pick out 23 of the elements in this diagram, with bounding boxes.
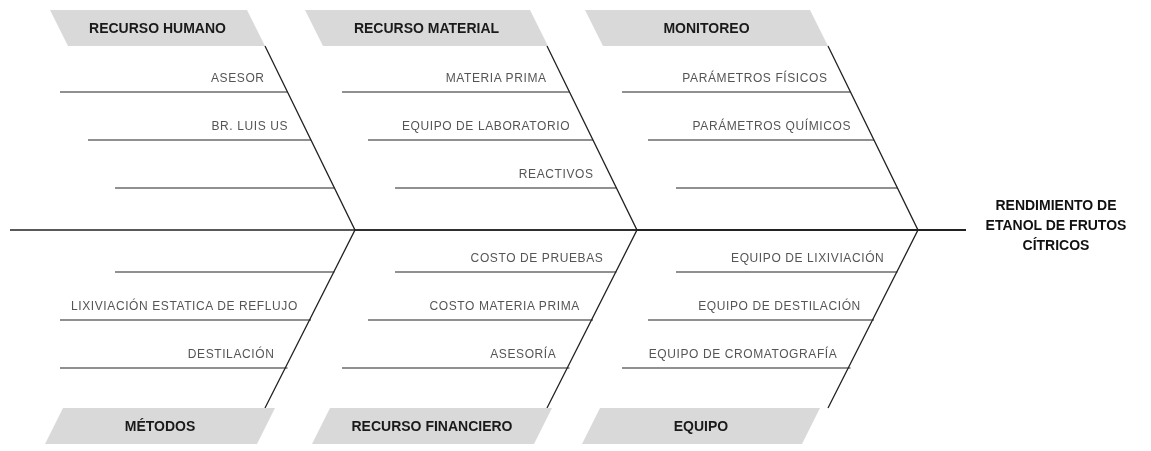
cause-label: ASESOR	[211, 70, 265, 86]
effect-label: RENDIMIENTO DE ETANOL DE FRUTOS CÍTRICOS	[966, 195, 1146, 255]
cause-label: COSTO MATERIA PRIMA	[429, 298, 580, 314]
cause-label: EQUIPO DE CROMATOGRAFÍA	[648, 346, 838, 362]
cause-label: REACTIVOS	[518, 166, 594, 182]
cause-label: ASESORÍA	[490, 346, 557, 362]
cause-label: LIXIVIACIÓN ESTATICA DE REFLUJO	[71, 298, 298, 314]
category-title: MÉTODOS	[124, 418, 196, 434]
cause-label: EQUIPO DE DESTILACIÓN	[698, 298, 861, 314]
cause-label: EQUIPO DE LABORATORIO	[401, 118, 571, 134]
category-title: RECURSO FINANCIERO	[351, 418, 513, 434]
cause-label: PARÁMETROS FÍSICOS	[682, 70, 828, 86]
cause-label: MATERIA PRIMA	[445, 70, 547, 86]
cause-label: COSTO DE PRUEBAS	[470, 250, 604, 266]
cause-label: EQUIPO DE LIXIVIACIÓN	[731, 250, 885, 266]
category-title: EQUIPO	[673, 418, 729, 434]
rib-line	[827, 229, 967, 409]
category-title: RECURSO MATERIAL	[353, 20, 500, 36]
category-title: RECURSO HUMANO	[89, 20, 226, 36]
cause-label: DESTILACIÓN	[187, 346, 275, 362]
cause-label: BR. LUIS US	[211, 118, 289, 134]
category-title: MONITOREO	[663, 20, 750, 36]
cause-label: PARÁMETROS QUÍMICOS	[692, 118, 852, 134]
